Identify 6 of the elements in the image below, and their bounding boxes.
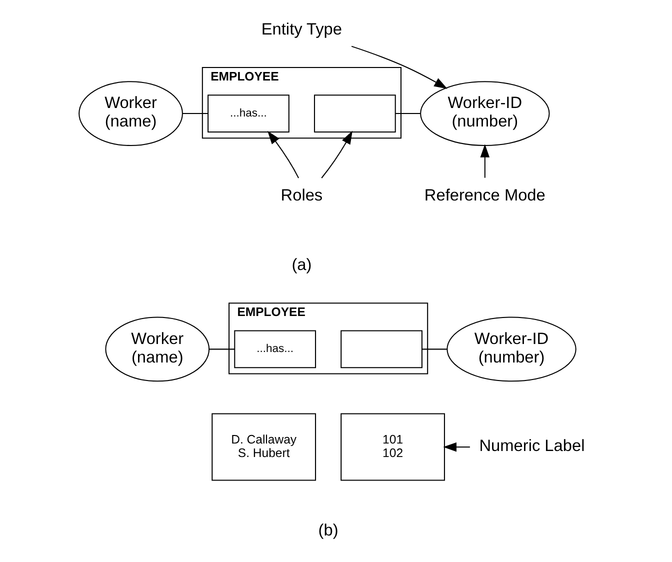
node-text: Reference Mode (424, 186, 545, 204)
label: (b) (318, 521, 338, 540)
label: (a) (291, 256, 312, 274)
node-text: Numeric Label (478, 436, 584, 455)
node-text: Roles (280, 186, 322, 204)
node-text: Entity Type (260, 20, 342, 38)
